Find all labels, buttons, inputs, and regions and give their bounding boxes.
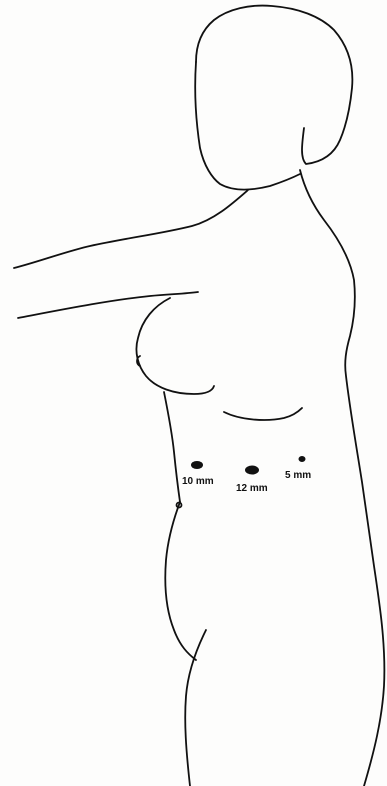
waist-crease	[224, 408, 302, 420]
arm-bottom-outline	[18, 292, 198, 318]
port-right-label: 5 mm	[285, 470, 311, 481]
abdomen-outline	[165, 502, 196, 660]
arm-top-outline	[14, 190, 248, 268]
face-outline	[195, 62, 300, 190]
port-middle-mark	[245, 466, 259, 475]
port-left-mark	[191, 461, 203, 469]
port-right-mark	[299, 456, 306, 462]
hair-outline	[196, 6, 352, 164]
port-left-label: 10 mm	[182, 476, 214, 487]
port-middle-label: 12 mm	[236, 483, 268, 494]
breast-outline	[136, 298, 214, 394]
back-contour	[300, 170, 384, 786]
side-torso-outline	[164, 392, 180, 502]
